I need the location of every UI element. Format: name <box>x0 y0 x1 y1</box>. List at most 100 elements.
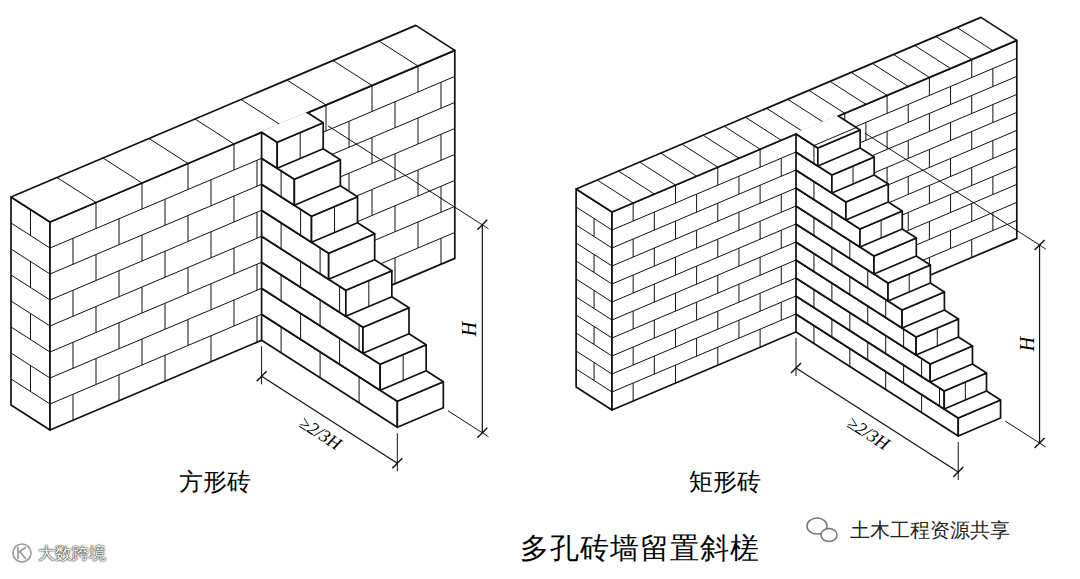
mortar-joint <box>921 395 922 413</box>
mortar-joint <box>675 221 676 239</box>
mortar-joint <box>696 230 697 248</box>
mortar-joint <box>257 264 258 290</box>
mortar-joint <box>188 164 189 190</box>
dimension-line <box>262 376 398 463</box>
mortar-joint <box>903 329 904 347</box>
wall-front-face <box>50 50 455 430</box>
mortar-joint <box>142 339 143 365</box>
dimension-line <box>1039 245 1040 443</box>
extension-line <box>796 338 797 376</box>
mortar-joint <box>851 72 887 95</box>
mortar-joint <box>717 203 718 221</box>
dimension-line <box>796 368 958 472</box>
dimension-tick <box>791 363 801 373</box>
mortar-joint <box>165 303 166 329</box>
mortar-joint <box>633 203 634 221</box>
mortar-joint <box>30 314 31 340</box>
mortar-joint <box>872 63 908 86</box>
mortar-joint <box>675 365 676 383</box>
brick-wall <box>576 17 1046 480</box>
mortar-joint <box>372 138 373 164</box>
mortar-joint <box>971 204 972 222</box>
mortar-joint <box>908 212 909 230</box>
mortar-joint <box>831 247 832 265</box>
mortar-joint <box>149 139 188 164</box>
wall-top-face <box>11 25 455 222</box>
rake-top-face <box>796 116 860 148</box>
mortar-joint <box>96 255 97 281</box>
dimension-tick <box>477 220 487 230</box>
extension-line <box>397 433 398 471</box>
mortar-joint <box>287 80 326 105</box>
mortar-joint <box>745 117 781 140</box>
watermark: 土木工程资源共享 <box>850 519 1010 541</box>
mortar-joint <box>760 185 761 203</box>
mortar-joint <box>885 372 886 390</box>
mortar-joint <box>594 327 595 345</box>
mortar-joint <box>654 284 655 302</box>
mortar-joint <box>165 251 166 277</box>
mortar-joint <box>281 275 282 301</box>
mortar-joint <box>738 212 739 230</box>
mortar-joint <box>992 141 993 159</box>
mortar-joint <box>831 211 832 229</box>
mortar-joint <box>300 133 301 159</box>
mortar-joint <box>950 86 951 104</box>
dimension-tick <box>1035 240 1045 250</box>
mortar-joint <box>257 160 258 186</box>
mortar-joint <box>950 230 951 248</box>
wechat-icon <box>807 518 837 542</box>
dimension-label: ≥2/3H <box>294 412 347 456</box>
mortar-joint <box>950 194 951 212</box>
mortar-joint <box>234 300 235 326</box>
mortar-joint <box>654 212 655 230</box>
mortar-joint <box>119 323 120 349</box>
mortar-joint <box>760 329 761 347</box>
mortar-joint <box>188 320 189 346</box>
mortar-joint <box>813 290 814 308</box>
mortar-joint <box>675 329 676 347</box>
mortar-joint <box>594 291 595 309</box>
mortar-joint <box>939 388 940 406</box>
mortar-joint <box>885 300 886 318</box>
mortar-joint <box>165 199 166 225</box>
mortar-joint <box>50 206 455 378</box>
mortar-joint <box>30 262 31 288</box>
mortar-joint <box>234 248 235 274</box>
mortar-joint <box>760 293 761 311</box>
mortar-joint <box>929 149 930 167</box>
mortar-joint <box>675 293 676 311</box>
mortar-joint <box>738 248 739 266</box>
mortar-joint <box>395 206 396 232</box>
mortar-joint <box>717 167 718 185</box>
mortar-joint <box>372 86 373 112</box>
mortar-joint <box>594 255 595 273</box>
mortar-joint <box>119 271 120 297</box>
mortar-joint <box>640 162 676 185</box>
mortar-joint <box>813 254 814 272</box>
mortar-joint <box>257 316 258 342</box>
mortar-joint <box>211 336 212 362</box>
mortar-joint <box>103 158 142 183</box>
mortar-joint <box>372 190 373 216</box>
mortar-joint <box>188 216 189 242</box>
dimension-tick <box>392 458 402 468</box>
mortar-joint <box>441 238 442 264</box>
dimension-tick <box>1035 438 1045 448</box>
mortar-joint <box>703 135 739 158</box>
mortar-joint <box>971 240 972 258</box>
mortar-joint <box>50 232 455 404</box>
mortar-joint <box>654 320 655 338</box>
figure-label: 矩形砖 <box>689 469 761 495</box>
mortar-joint <box>211 180 212 206</box>
mortar-joint <box>30 210 31 236</box>
mortar-joint <box>908 140 909 158</box>
mortar-joint <box>57 178 96 203</box>
dimension-label: ≥2/3H <box>842 413 895 457</box>
mortar-joint <box>885 336 886 354</box>
mortar-joint <box>633 239 634 257</box>
caption: 多孔砖墙留置斜槎 <box>520 533 760 565</box>
mortar-joint <box>96 203 97 229</box>
mortar-joint <box>682 144 718 167</box>
